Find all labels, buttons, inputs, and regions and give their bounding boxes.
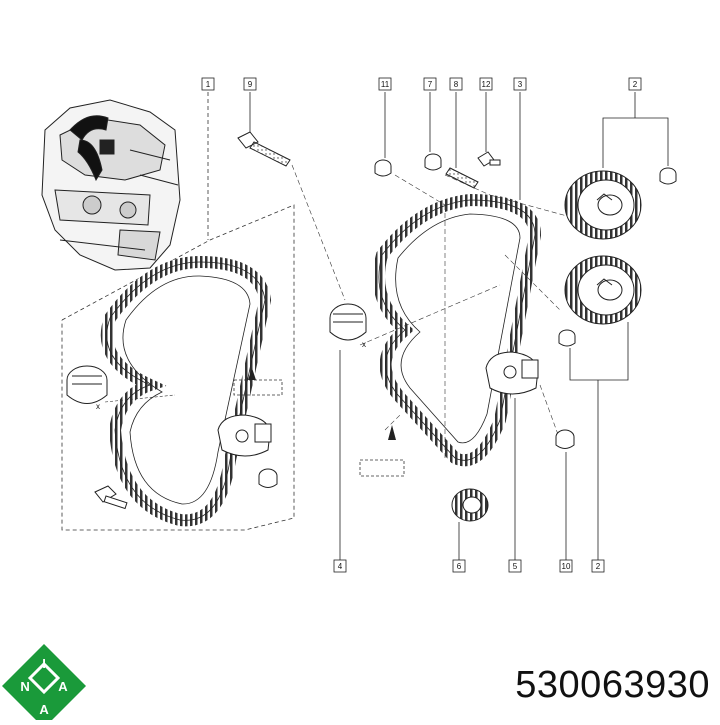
callout-box bbox=[508, 559, 522, 573]
callout-label: 6 bbox=[457, 562, 462, 571]
nut-upper-right bbox=[659, 167, 677, 185]
callout-c9: 9 bbox=[243, 77, 257, 91]
callout-label: 4 bbox=[338, 562, 343, 571]
callout-c8: 8 bbox=[449, 77, 463, 91]
nut-7 bbox=[424, 153, 442, 171]
callout-label: 12 bbox=[482, 80, 491, 89]
callout-label: 2 bbox=[633, 80, 638, 89]
crank-sprocket bbox=[451, 488, 489, 522]
callout-c1: 1 bbox=[201, 77, 215, 91]
left-bolt bbox=[94, 485, 128, 510]
callout-box bbox=[333, 559, 347, 573]
ina-logo: I N A A bbox=[2, 644, 86, 725]
callout-box bbox=[201, 77, 215, 91]
callout-label: 1 bbox=[206, 80, 211, 89]
callout-box bbox=[423, 77, 437, 91]
callout-box bbox=[628, 77, 642, 91]
callout-c2bot: 2 bbox=[591, 559, 605, 573]
left-label-box bbox=[233, 379, 283, 396]
stud-8 bbox=[445, 167, 479, 189]
arrow-up-icon bbox=[388, 425, 396, 440]
ina-letter-n: N bbox=[20, 679, 29, 694]
leader-2-bottom-bracket bbox=[569, 322, 629, 381]
callout-label: 10 bbox=[562, 562, 571, 571]
callout-c2top: 2 bbox=[628, 77, 642, 91]
spacer-10 bbox=[555, 429, 575, 449]
ina-letter-a2: A bbox=[39, 702, 49, 717]
callout-box bbox=[479, 77, 493, 91]
nut-11 bbox=[374, 159, 392, 177]
bolt-12 bbox=[477, 151, 501, 167]
leader-9-dashed bbox=[291, 164, 346, 301]
callout-c7: 7 bbox=[423, 77, 437, 91]
callout-box bbox=[243, 77, 257, 91]
callout-c3: 3 bbox=[513, 77, 527, 91]
right-leader-lines bbox=[359, 174, 601, 460]
engine-illustration bbox=[41, 99, 181, 271]
callout-c5: 5 bbox=[508, 559, 522, 573]
callout-box bbox=[378, 77, 392, 91]
callout-c12: 12 bbox=[479, 77, 493, 91]
callout-box bbox=[452, 559, 466, 573]
callout-labels: 1 9 11 7 8 12 3 2 4 6 5 10 2 bbox=[201, 77, 642, 573]
callout-label: 7 bbox=[428, 80, 433, 89]
x-mark-center: x bbox=[362, 340, 366, 349]
ina-diamond bbox=[2, 644, 86, 725]
leader-idler-left bbox=[104, 394, 176, 403]
callout-c10: 10 bbox=[559, 559, 573, 573]
arrow-up-icon-left bbox=[248, 368, 256, 380]
callout-box bbox=[591, 559, 605, 573]
callout-label: 11 bbox=[381, 80, 390, 89]
callout-box bbox=[449, 77, 463, 91]
nut-lower-left bbox=[558, 329, 576, 347]
right-label-box bbox=[359, 459, 405, 477]
callout-label: 5 bbox=[513, 562, 518, 571]
callout-label: 3 bbox=[518, 80, 523, 89]
callout-c6: 6 bbox=[452, 559, 466, 573]
right-tensioner bbox=[485, 351, 539, 395]
part-number: 530063930 bbox=[515, 664, 710, 706]
left-idler-pulley bbox=[66, 365, 108, 404]
center-idler-pulley bbox=[329, 303, 367, 341]
callout-c4: 4 bbox=[333, 559, 347, 573]
callout-box bbox=[559, 559, 573, 573]
long-bolt-9 bbox=[237, 131, 291, 167]
ina-letter-a: A bbox=[58, 679, 68, 694]
callout-label: 8 bbox=[454, 80, 459, 89]
callout-c11: 11 bbox=[378, 77, 392, 91]
lower-camshaft-sprocket bbox=[564, 255, 642, 325]
callout-label: 9 bbox=[248, 80, 253, 89]
left-kit-outline bbox=[61, 92, 295, 531]
leader-2-top bbox=[602, 117, 669, 168]
left-tensioner bbox=[217, 414, 278, 488]
right-timing-belt bbox=[373, 193, 542, 467]
x-mark-left: x bbox=[96, 402, 100, 411]
upper-camshaft-sprocket bbox=[564, 170, 642, 240]
callout-label: 2 bbox=[596, 562, 601, 571]
callout-box bbox=[513, 77, 527, 91]
left-timing-belt bbox=[100, 255, 272, 527]
